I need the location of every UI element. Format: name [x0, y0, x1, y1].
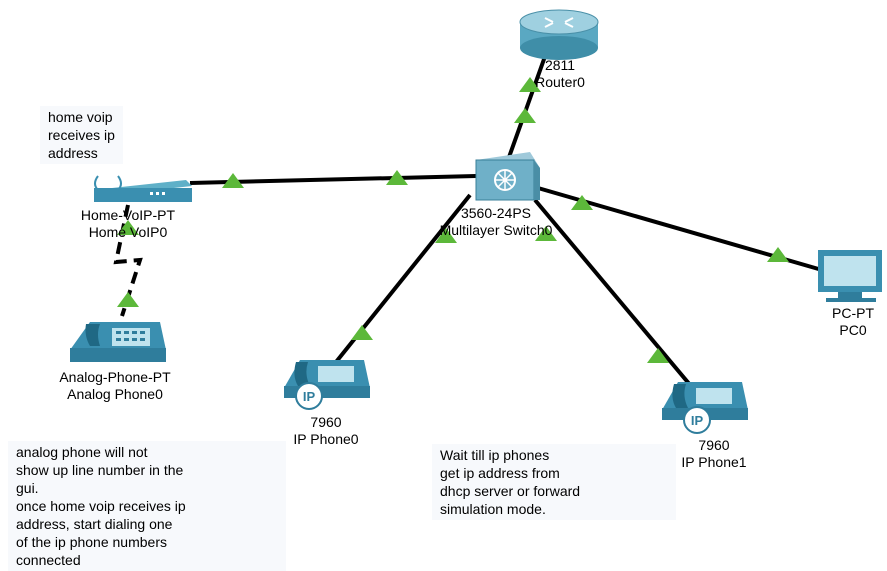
note-line: of the ip phone numbers: [16, 534, 167, 550]
home-voip-label: Home-VoIP-PT Home VoIP0: [68, 207, 188, 241]
note-line: simulation mode.: [440, 501, 546, 517]
note-line: analog phone will not: [16, 444, 148, 460]
note-line: receives ip: [48, 127, 115, 143]
router-name: Router0: [535, 74, 585, 90]
ip-phone1-icon[interactable]: [662, 382, 748, 434]
ip-phone1-model: 7960: [698, 437, 730, 453]
link-up-indicator: [222, 173, 244, 188]
link-up-indicator: [514, 108, 536, 123]
switch-label: 3560-24PS Multilayer Switch0: [406, 205, 586, 239]
ip-phone0-model: 7960: [310, 414, 342, 430]
ip-badge-phone0: IP: [302, 389, 316, 404]
multilayer-switch-icon[interactable]: [475, 152, 540, 201]
router-model: 2811: [544, 57, 576, 73]
pc-model: PC-PT: [832, 305, 874, 321]
pc-name: PC0: [839, 322, 867, 338]
link-status-indicators: [117, 77, 789, 363]
link-up-indicator: [647, 348, 669, 363]
analog-phone-icon[interactable]: [70, 322, 166, 362]
router-icon[interactable]: [519, 9, 599, 60]
note-line: show up line number in the: [16, 462, 184, 478]
ip-phone1-name: IP Phone1: [681, 454, 747, 470]
switch-name: Multilayer Switch0: [439, 222, 553, 238]
router-label: 2811 Router0: [520, 57, 600, 91]
link-switch-ipphone1[interactable]: [533, 198, 698, 394]
note-line: get ip address from: [440, 465, 560, 481]
link-switch-ipphone0[interactable]: [326, 193, 472, 374]
home-voip-model: Home-VoIP-PT: [80, 207, 176, 223]
ip-badge-phone1: IP: [690, 413, 704, 428]
note-line: once home voip receives ip: [16, 498, 186, 514]
note-line: home voip: [48, 109, 113, 125]
note-line: Wait till ip phones: [440, 447, 550, 463]
note-line: connected: [16, 552, 81, 568]
note-line: address, start dialing one: [16, 516, 173, 532]
link-up-indicator: [435, 228, 457, 243]
link-up-indicator: [571, 195, 593, 210]
link-up-indicator: [767, 247, 789, 262]
switch-model: 3560-24PS: [460, 205, 532, 221]
note-analog-phone[interactable]: analog phone will not show up line numbe…: [8, 441, 286, 571]
pc-icon[interactable]: [818, 250, 882, 302]
link-up-indicator: [117, 220, 139, 235]
ip-phone0-name: IP Phone0: [293, 431, 359, 447]
link-up-indicator: [535, 226, 557, 241]
ip-phone0-label: 7960 IP Phone0: [276, 414, 376, 448]
analog-phone-model: Analog-Phone-PT: [59, 369, 171, 385]
note-line: dhcp server or forward: [440, 483, 581, 499]
note-line: gui.: [16, 480, 39, 496]
analog-phone-label: Analog-Phone-PT Analog Phone0: [30, 369, 200, 403]
note-line: address: [48, 145, 98, 161]
note-ip-phones[interactable]: Wait till ip phones get ip address from …: [432, 444, 676, 520]
link-router-switch[interactable]: [506, 47, 550, 161]
home-voip-name: Home VoIP0: [88, 224, 168, 240]
link-up-indicator: [117, 292, 139, 307]
link-up-indicator: [386, 170, 408, 185]
link-up-indicator: [351, 325, 373, 340]
ip-phone0-icon[interactable]: [284, 360, 370, 410]
ip-phone1-label: 7960 IP Phone1: [664, 437, 764, 471]
note-home-voip[interactable]: home voip receives ip address: [40, 106, 123, 164]
home-voip-device-icon[interactable]: [94, 175, 192, 202]
analog-phone-name: Analog Phone0: [67, 386, 163, 402]
link-up-indicator: [519, 77, 541, 92]
pc-label: PC-PT PC0: [820, 305, 886, 339]
